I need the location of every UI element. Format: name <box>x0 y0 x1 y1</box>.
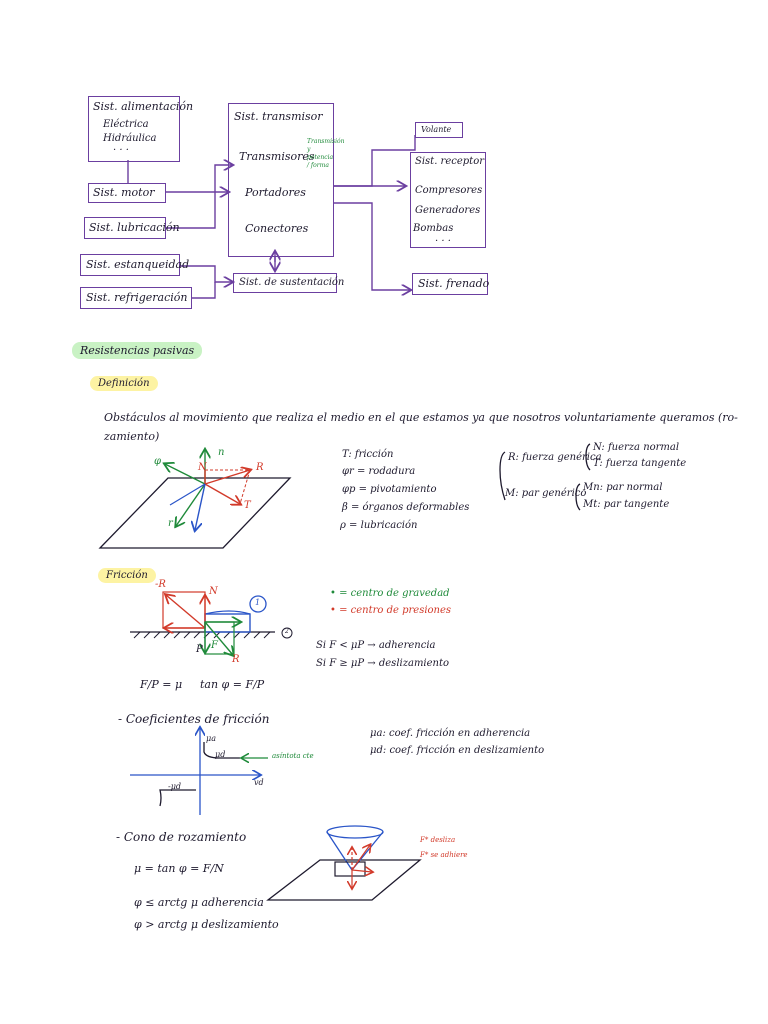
box-volante: Volante <box>415 122 463 138</box>
mu-a-definition: μa: coef. fricción en adherencia <box>370 728 531 739</box>
coeficientes-title: - Coeficientes de fricción <box>118 712 270 726</box>
legend-green: • = centro de gravedad <box>330 588 450 599</box>
item: Conectores <box>245 222 309 235</box>
box-sist-estanqueidad: Sist. estanqueidad <box>80 254 189 276</box>
box-title: Sist. alimentación <box>93 100 194 113</box>
box-sist-sustentacion: Sist. de sustentación <box>233 273 344 293</box>
legend-red: • = centro de presiones <box>330 605 452 616</box>
label-F: F <box>211 640 218 651</box>
transmisor-note: Transmisión y potencia / forma <box>307 138 345 169</box>
axis-y-label: μa <box>206 734 216 743</box>
definicion-text-line2: zamiento) <box>104 430 160 443</box>
item: Compresores <box>415 185 483 196</box>
item: Transmisores <box>239 150 315 163</box>
par-item: Mt: par tangente <box>583 499 670 510</box>
box-title: Sist. transmisor <box>234 110 323 123</box>
legend-item: φp = pivotamiento <box>342 484 437 495</box>
condition-adherencia: Si F < μP → adherencia <box>316 640 436 651</box>
neg-label: -μd <box>168 782 182 791</box>
curve-label: μd <box>215 750 226 759</box>
label-N: N <box>198 462 207 473</box>
fuerza-item: N: fuerza normal <box>593 442 680 453</box>
mu-d-definition: μd: coef. fricción en deslizamiento <box>370 745 545 756</box>
asintota-annotation: asíntota cte <box>272 752 314 760</box>
section-heading: Resistencias pasivas <box>72 342 203 359</box>
item: · · · <box>435 236 451 247</box>
box-title: Sist. receptor <box>415 156 484 167</box>
label-P: P <box>196 644 203 655</box>
label-R: R <box>232 654 240 665</box>
label-r: r <box>168 518 173 529</box>
box-title: Sist. frenado <box>418 277 490 290</box>
label-phi: φ <box>154 456 162 467</box>
item: Bombas <box>413 223 454 234</box>
legend-item: β = órganos deformables <box>342 502 470 513</box>
box-title: Sist. de sustentación <box>239 277 345 288</box>
box-sist-receptor: Sist. receptor Compresores Generadores B… <box>410 152 486 248</box>
legend-item: φr = rodadura <box>342 466 416 477</box>
cono-note-desliza: F* desliza <box>420 836 456 844</box>
label-T: T <box>244 500 251 511</box>
definicion-text-line1: Obstáculos al movimiento que realiza el … <box>104 411 738 424</box>
friccion-label: Fricción <box>98 568 156 583</box>
box-sist-alimentacion: Sist. alimentación Eléctrica Hidráulica … <box>88 96 193 162</box>
condition-deslizamiento: Si F ≥ μP → deslizamiento <box>316 658 450 669</box>
box-title: Sist. estanqueidad <box>86 258 190 271</box>
marker-2: 2 <box>285 628 289 635</box>
item: Portadores <box>245 186 306 199</box>
box-title: Sist. refrigeración <box>86 291 188 304</box>
label-R: R <box>256 462 264 473</box>
box-sist-transmisor: Sist. transmisor Transmisores Portadores… <box>228 103 345 257</box>
formula-mu: F/P = μ <box>140 678 183 691</box>
label-n: n <box>218 447 225 458</box>
label-N: N <box>209 586 218 597</box>
cono-adherencia: φ ≤ arctg μ adherencia <box>134 896 264 909</box>
box-sist-frenado: Sist. frenado <box>412 273 490 295</box>
par-item: Mn: par normal <box>583 482 663 493</box>
formula-tan: tan φ = F/P <box>200 678 265 691</box>
friccion-diagram <box>130 591 293 655</box>
par-generico: M: par genérico <box>505 488 587 499</box>
item: · · · <box>113 145 129 156</box>
box-sist-lubricacion: Sist. lubricación <box>84 217 180 239</box>
legend-item: T: fricción <box>342 449 394 460</box>
box-sist-refrigeracion: Sist. refrigeración <box>80 287 192 309</box>
cono-diagram <box>266 825 422 901</box>
definicion-label: Definición <box>90 376 158 391</box>
box-title: Sist. lubricación <box>89 221 180 234</box>
axis-x-label: vd <box>254 778 264 787</box>
cono-note-adhiere: F* se adhiere <box>420 851 468 859</box>
fuerza-generica: R: fuerza genérica <box>508 452 602 463</box>
item: Hidráulica <box>103 133 157 144</box>
cono-formula: μ = tan φ = F/N <box>134 862 224 875</box>
fuerza-item: T: fuerza tangente <box>593 458 687 469</box>
cono-deslizamiento: φ > arctg μ deslizamiento <box>134 918 279 931</box>
coef-axes <box>130 728 268 815</box>
cono-title: - Cono de rozamiento <box>116 830 247 844</box>
legend-item: ρ = lubricación <box>340 520 418 531</box>
label-minus-R: -R <box>155 579 166 590</box>
box-title: Sist. motor <box>93 186 155 199</box>
definicion-plane <box>98 450 292 549</box>
item: Generadores <box>415 205 481 216</box>
box-title: Volante <box>421 125 452 134</box>
box-sist-motor: Sist. motor <box>88 183 166 203</box>
item: Eléctrica <box>103 119 149 130</box>
marker-1: 1 <box>255 598 261 607</box>
